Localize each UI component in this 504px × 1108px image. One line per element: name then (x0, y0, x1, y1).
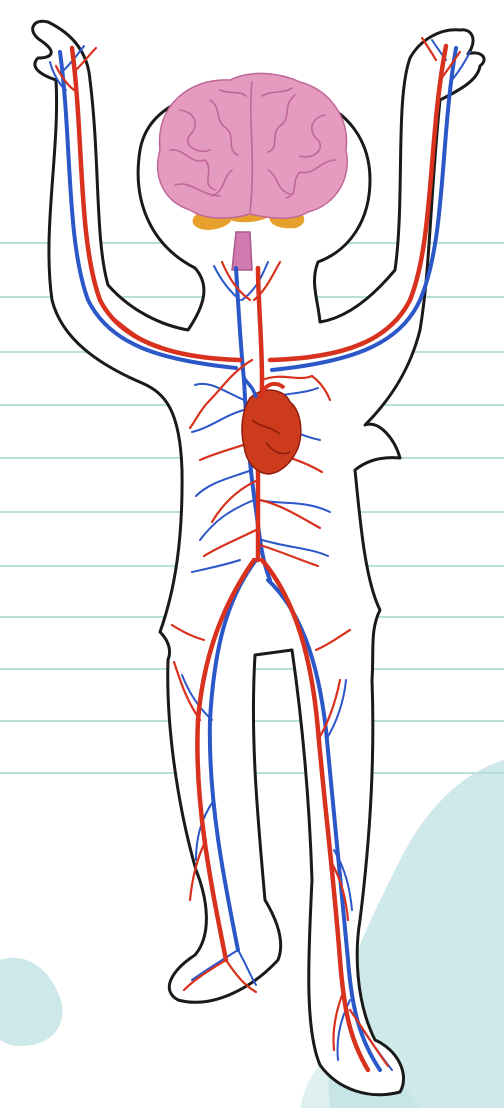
circulatory-illustration (0, 0, 504, 1108)
